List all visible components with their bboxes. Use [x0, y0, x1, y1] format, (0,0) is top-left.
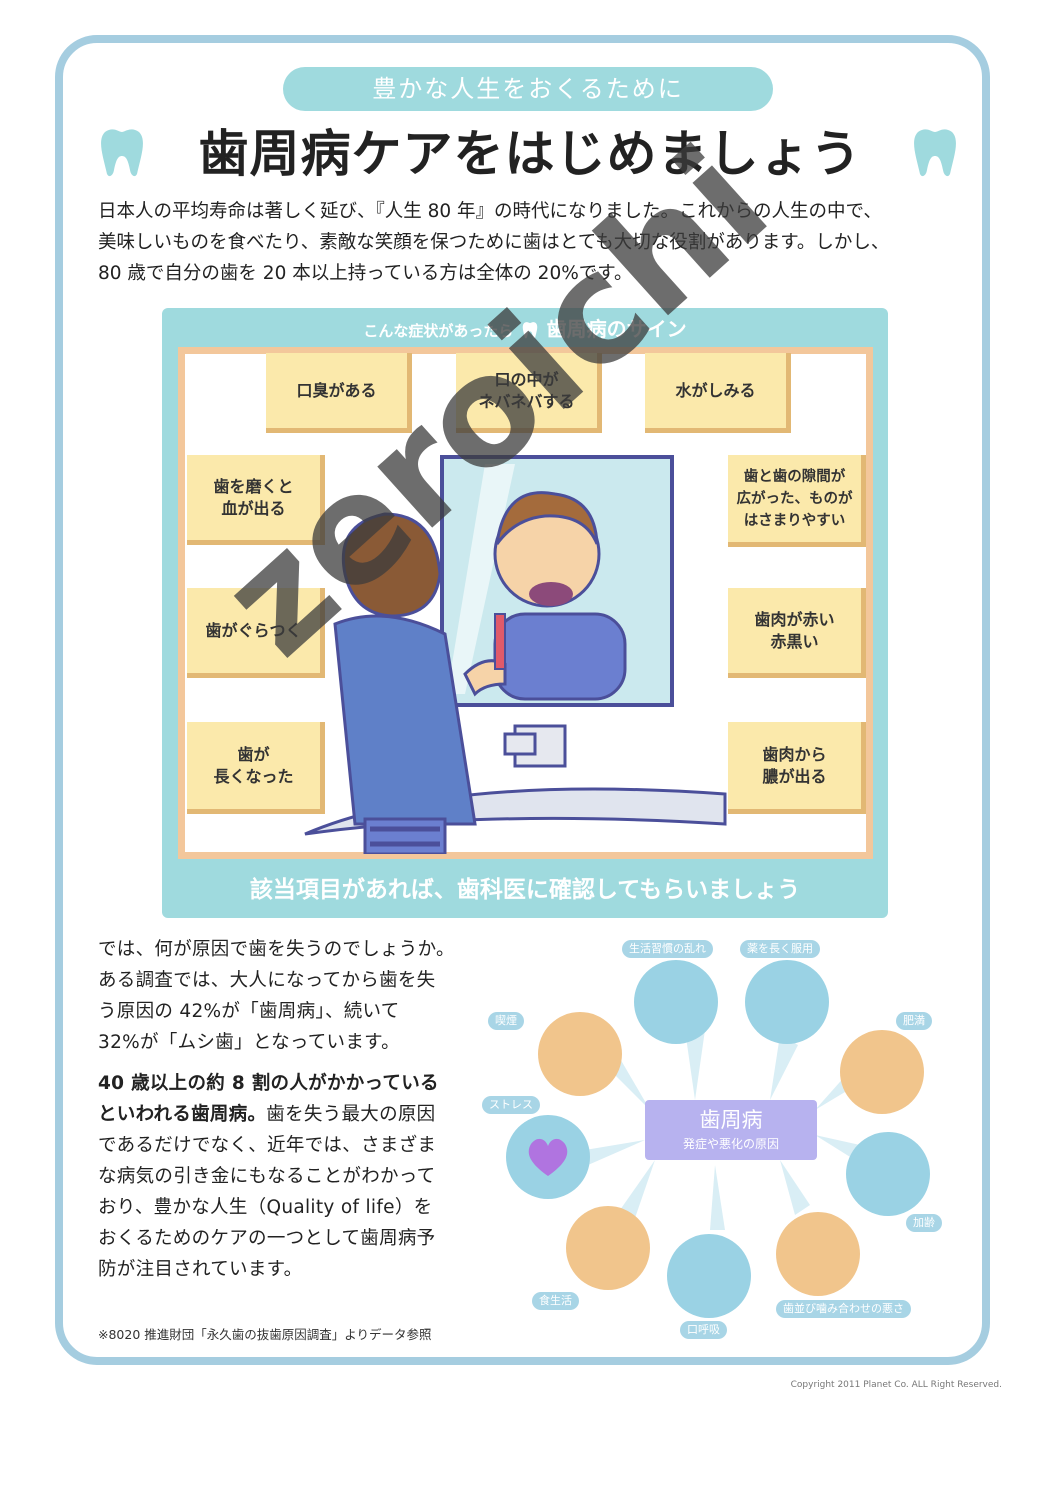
- smoking-icon: [538, 1012, 622, 1096]
- body-line: おり、豊かな人生（Quality of life）を: [98, 1197, 433, 1218]
- tooth-icon-left: [101, 129, 143, 177]
- heart-icon: [528, 1138, 568, 1176]
- cause-label: 喫煙: [488, 1012, 524, 1030]
- diet-icon: [566, 1206, 650, 1290]
- symptom-card: 水がしみる: [645, 353, 791, 433]
- body-line: 歯を失う最大の原因: [266, 1104, 436, 1125]
- cause-label: 生活習慣の乱れ: [622, 940, 713, 958]
- symptom-card: 歯を磨くと 血が出る: [187, 455, 325, 545]
- body-line-bold: といわれる歯周病。: [98, 1104, 267, 1125]
- diagram-center-title: 歯周病: [699, 1108, 763, 1132]
- medication-icon: [745, 960, 829, 1044]
- tooth-icon: [522, 322, 538, 339]
- body-line: な病気の引き金にもなることがわかって: [98, 1166, 436, 1187]
- signs-header-lead: こんな症状があったら: [363, 322, 514, 340]
- signs-footer: 該当項目があれば、歯科医に確認してもらいましょう: [249, 877, 801, 903]
- symptom-card: 口の中が ネバネバする: [456, 353, 602, 433]
- cause-label: 歯並び噛み合わせの悪さ: [776, 1300, 911, 1318]
- symptom-card: 歯が 長くなった: [187, 722, 325, 814]
- intro-line: 美味しいものを食べたり、素敵な笑顔を保つために歯はとても大切な役割があります。し…: [98, 232, 890, 253]
- cause-label: 食生活: [532, 1292, 579, 1310]
- intro-line: 80 歳で自分の歯を 20 本以上持っている方は全体の 20%です。: [98, 263, 633, 284]
- intro-line: 日本人の平均寿命は著しく延び、『人生 80 年』の時代になりました。これからの人…: [98, 201, 882, 222]
- diagram-center-subtitle: 発症や悪化の原因: [682, 1137, 779, 1151]
- intro-paragraph: 日本人の平均寿命は著しく延び、『人生 80 年』の時代になりました。これからの人…: [98, 196, 978, 289]
- teeth-alignment-icon: [776, 1212, 860, 1296]
- body-line: であるだけでなく、近年では、さまざま: [98, 1135, 437, 1156]
- symptom-card: 歯肉が赤い 赤黒い: [728, 588, 866, 678]
- copyright: Copyright 2011 Planet Co. ALL Right Rese…: [790, 1380, 1002, 1390]
- symptom-card: 口臭がある: [266, 353, 412, 433]
- aging-icon: [846, 1132, 930, 1216]
- body-line: う原因の 42%が「歯周病」、続いて: [98, 1001, 400, 1022]
- body-line: 防が注目されています。: [98, 1259, 303, 1280]
- tooth-icon-right: [914, 129, 956, 177]
- symptom-card: 歯と歯の隙間が 広がった、ものが はさまりやすい: [728, 455, 866, 547]
- periodontal-disease-box: 歯周病 発症や悪化の原因: [645, 1100, 817, 1160]
- symptom-card: 歯がぐらつく: [187, 588, 325, 678]
- symptom-card: 歯肉から 膿が出る: [728, 722, 866, 814]
- cause-label: 薬を長く服用: [740, 940, 820, 958]
- mouth-breathing-icon: [667, 1234, 751, 1318]
- signs-header: こんな症状があったら 歯周病のサイン: [162, 312, 888, 346]
- body-line: では、何が原因で歯を失うのでしょうか。: [98, 939, 455, 960]
- body-line: おくるためのケアの一つとして歯周病予: [98, 1228, 436, 1249]
- tagline: 豊かな人生をおくるために: [283, 67, 773, 111]
- cause-label: 口呼吸: [680, 1321, 727, 1339]
- cause-label: 肥満: [896, 1012, 932, 1030]
- body-line: ある調査では、大人になってから歯を失: [98, 970, 436, 991]
- brushing-illustration: [304, 455, 727, 854]
- cause-label: ストレス: [482, 1096, 540, 1114]
- lifestyle-icon: [634, 960, 718, 1044]
- body-paragraphs: では、何が原因で歯を失うのでしょうか。 ある調査では、大人になってから歯を失 う…: [98, 934, 463, 1285]
- obesity-icon: [840, 1030, 924, 1114]
- body-line-bold: 40 歳以上の約 8 割の人がかかっている: [98, 1073, 439, 1094]
- page-title: 歯周病ケアをはじめましょう: [198, 125, 862, 183]
- signs-header-title: 歯周病のサイン: [546, 317, 687, 341]
- cause-label: 加齢: [906, 1214, 942, 1232]
- body-line: 32%が「ムシ歯」となっています。: [98, 1032, 400, 1053]
- source-note: ※8020 推進財団「永久歯の抜歯原因調査」よりデータ参照: [98, 1327, 432, 1342]
